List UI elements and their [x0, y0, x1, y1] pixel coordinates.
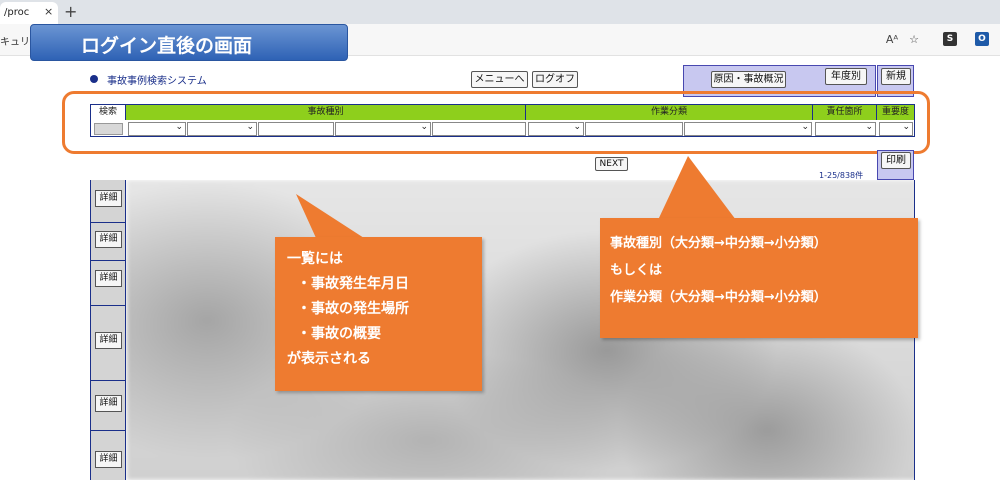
cause-overview-button[interactable]: 原因・事故概況 [711, 71, 786, 88]
callout-list-line: ・事故発生年月日 [297, 276, 409, 292]
chevron-down-icon: ⌄ [573, 122, 581, 132]
detail-button[interactable]: 詳細 [95, 270, 122, 287]
chevron-down-icon: ⌄ [902, 122, 910, 132]
callout-types-line: 事故種別（大分類→中分類→小分類） [610, 236, 827, 251]
detail-button[interactable]: 詳細 [95, 395, 122, 412]
filter-table: 検索 事故種別 作業分類 責任箇所 重要度 ⌄ ⌄ ⌄ ⌄ ⌄ ⌄ ⌄ [90, 104, 915, 137]
read-aloud-icon[interactable]: Aᴬ [885, 33, 899, 46]
page-banner: ログイン直後の画面 [30, 24, 348, 61]
callout-list-line: ・事故の発生場所 [297, 301, 409, 317]
tab-title: /proc [4, 7, 30, 18]
responsible-header: 責任箇所 [813, 105, 877, 120]
tab-close-icon[interactable]: × [44, 5, 54, 18]
row-divider [91, 260, 126, 261]
chevron-down-icon: ⌄ [246, 122, 254, 132]
callout-list-line: 一覧には [287, 251, 343, 267]
detail-button[interactable]: 詳細 [95, 332, 122, 349]
importance-header: 重要度 [877, 105, 914, 120]
next-button[interactable]: NEXT [595, 157, 628, 171]
filter-highlight-frame [62, 91, 930, 154]
extension-s-icon[interactable]: S [943, 32, 957, 46]
callout-types-line: 作業分類（大分類→中分類→小分類） [610, 290, 827, 305]
system-title: 事故事例検索システム [107, 76, 207, 87]
callout-types-tail [658, 156, 736, 220]
callout-list-description: 一覧には ・事故発生年月日 ・事故の発生場所 ・事故の概要 が表示される [275, 237, 482, 391]
callout-types-description: 事故種別（大分類→中分類→小分類） もしくは 作業分類（大分類→中分類→小分類） [600, 218, 918, 338]
detail-button[interactable]: 詳細 [95, 231, 122, 248]
responsible-select[interactable]: ⌄ [815, 122, 876, 136]
chevron-down-icon: ⌄ [175, 122, 183, 132]
favorite-star-icon[interactable]: ☆ [909, 33, 919, 46]
detail-column: 詳細 詳細 詳細 詳細 詳細 詳細 [91, 180, 126, 480]
new-tab-icon[interactable]: + [64, 2, 78, 21]
browser-tab[interactable]: /proc × [0, 2, 58, 24]
address-text: キュリテ [0, 37, 40, 48]
work-minor-select[interactable]: ⌄ [684, 122, 812, 136]
search-button[interactable] [94, 123, 123, 135]
extension-outlook-icon[interactable]: O [975, 32, 989, 46]
work-mid-select[interactable] [585, 122, 683, 136]
accident-minor-select[interactable]: ⌄ [335, 122, 431, 136]
browser-tab-bar: /proc × + [0, 0, 1000, 24]
accident-type-header: 事故種別 [126, 105, 526, 120]
menu-button[interactable]: メニューへ [471, 71, 528, 88]
callout-types-line: もしくは [610, 263, 663, 278]
work-major-select[interactable]: ⌄ [528, 122, 584, 136]
row-divider [91, 380, 126, 381]
logout-button[interactable]: ログオフ [532, 71, 578, 88]
accident-mid-input[interactable] [258, 122, 334, 136]
accident-minor-input[interactable] [432, 122, 526, 136]
accident-mid-select[interactable]: ⌄ [187, 122, 257, 136]
new-record-button[interactable]: 新規 [881, 68, 911, 85]
callout-list-line: ・事故の概要 [297, 326, 381, 342]
work-type-header: 作業分類 [526, 105, 813, 120]
bullet-icon [90, 75, 98, 83]
callout-list-tail [296, 194, 364, 238]
result-count: 1-25/838件 [819, 171, 864, 180]
accident-major-select[interactable]: ⌄ [128, 122, 186, 136]
detail-button[interactable]: 詳細 [95, 190, 122, 207]
chevron-down-icon: ⌄ [801, 122, 809, 132]
chevron-down-icon: ⌄ [865, 122, 873, 132]
importance-select[interactable]: ⌄ [879, 122, 913, 136]
row-divider [91, 305, 126, 306]
search-label: 検索 [91, 105, 126, 120]
callout-list-line: が表示される [287, 351, 371, 367]
chevron-down-icon: ⌄ [420, 122, 428, 132]
row-divider [91, 222, 126, 223]
detail-button[interactable]: 詳細 [95, 451, 122, 468]
year-button[interactable]: 年度別 [825, 68, 867, 85]
row-divider [91, 430, 126, 431]
print-button[interactable]: 印刷 [881, 152, 911, 169]
